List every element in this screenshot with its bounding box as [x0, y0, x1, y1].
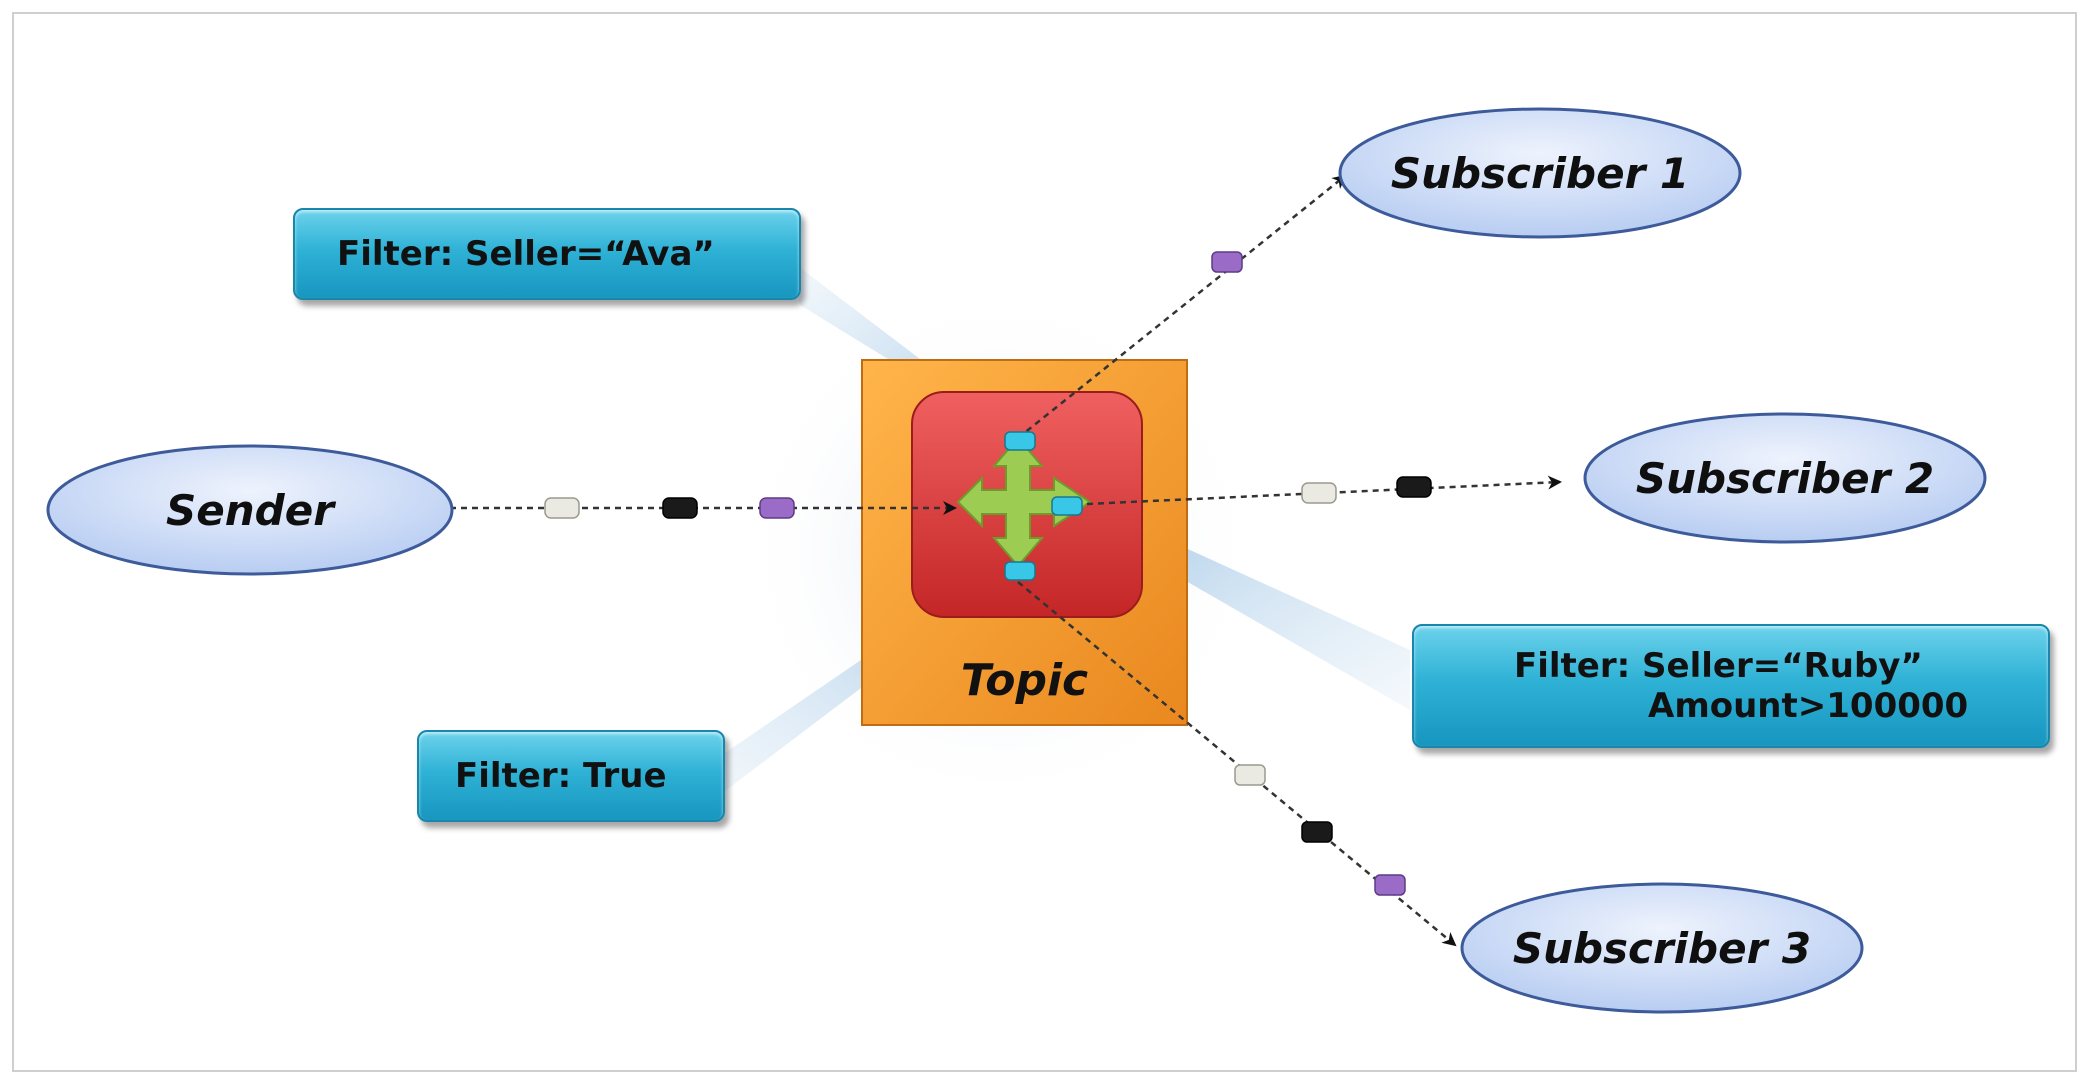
topic-to-subscriber1-line [1017, 174, 1347, 439]
message-purple [1374, 874, 1406, 896]
message-cyan [1051, 496, 1083, 516]
message-purple [1211, 251, 1243, 273]
filter-ruby-amount-text: Amount>100000 [1648, 686, 1969, 726]
topic-label: Topic [960, 655, 1089, 706]
message-white [1301, 482, 1337, 504]
message-white [544, 497, 580, 519]
message-white [1234, 764, 1266, 786]
subscriber2-node [1583, 412, 1987, 544]
message-cyan [1004, 561, 1036, 581]
message-black [1301, 821, 1333, 843]
subscriber3-label: Subscriber 3 [1512, 923, 1812, 973]
filter-true-box: Filter: True [417, 730, 725, 822]
sender-node [46, 444, 454, 576]
filter-ava-text: Filter: Seller=“Ava” [337, 234, 715, 274]
filter-ruby-seller-text: Filter: Seller=“Ruby” [1514, 646, 1923, 686]
subscriber1-label: Subscriber 1 [1390, 148, 1690, 198]
subscriber2-label: Subscriber 2 [1635, 453, 1935, 503]
message-purple [759, 497, 795, 519]
subscriber1-node [1338, 107, 1742, 239]
message-cyan [1004, 431, 1036, 451]
filter-ruby-box: Filter: Seller=“Ruby” Amount>100000 [1412, 624, 2050, 748]
sender-label: Sender [166, 485, 334, 535]
message-black [1396, 476, 1432, 498]
filter-true-text: Filter: True [455, 756, 667, 796]
message-black [662, 497, 698, 519]
filter-ava-box: Filter: Seller=“Ava” [293, 208, 801, 300]
subscriber3-node [1460, 882, 1864, 1014]
